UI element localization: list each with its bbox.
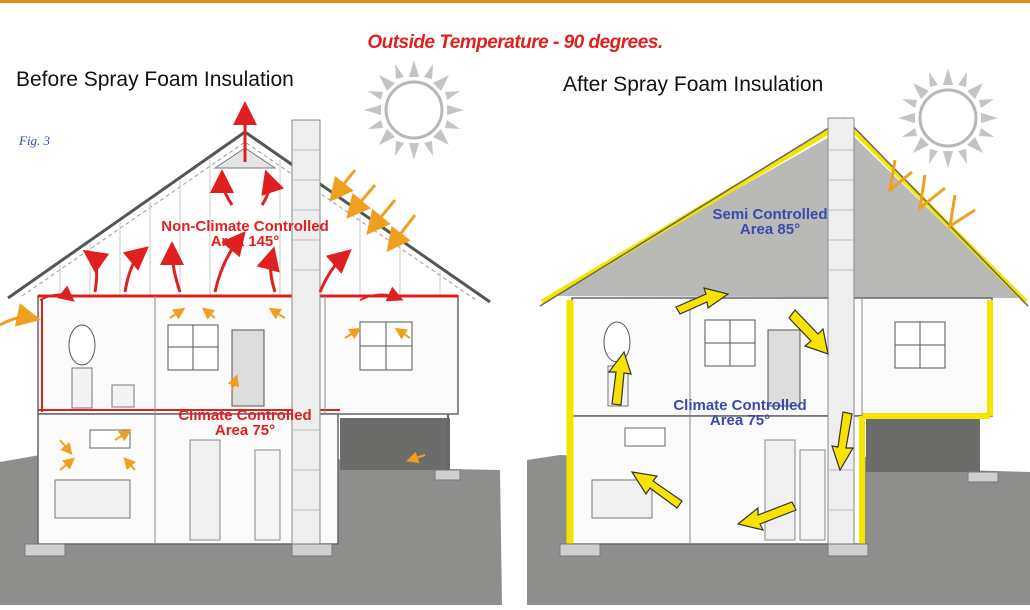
after-living-label: Climate Controlled Area 75° bbox=[640, 398, 840, 428]
after-house bbox=[527, 117, 1030, 605]
before-panel-title: Before Spray Foam Insulation bbox=[16, 68, 294, 91]
before-attic-label: Non-Climate Controlled Area 145° bbox=[140, 219, 350, 249]
headline: Outside Temperature - 90 degrees. bbox=[367, 32, 663, 53]
figure-number: Fig. 3 bbox=[19, 133, 51, 148]
airflow-arrow bbox=[675, 287, 730, 315]
airflow-arrow bbox=[630, 471, 683, 509]
after-basement-dark bbox=[866, 416, 980, 472]
before-attic-temperature: Area 145° bbox=[210, 233, 280, 250]
before-house bbox=[0, 101, 502, 605]
after-attic-label: Semi Controlled Area 85° bbox=[680, 207, 860, 237]
before-chimney bbox=[291, 119, 321, 545]
airflow-arrow bbox=[831, 411, 855, 472]
airflow-arrow bbox=[736, 501, 797, 531]
after-attic-temperature: Area 85° bbox=[739, 221, 801, 238]
before-living-area-name: Climate Controlled bbox=[178, 407, 312, 424]
before-attic-area-name: Non-Climate Controlled bbox=[161, 218, 329, 235]
before-basement-dark bbox=[340, 418, 450, 470]
after-chimney bbox=[827, 117, 855, 545]
after-attic-area-name: Semi Controlled bbox=[712, 206, 828, 223]
top-rule bbox=[0, 0, 1030, 3]
airflow-arrow bbox=[607, 350, 632, 406]
after-living-area-name: Climate Controlled bbox=[673, 397, 807, 414]
airflow-arrow bbox=[788, 309, 829, 355]
before-living-temperature: Area 75° bbox=[214, 422, 276, 439]
after-attic bbox=[548, 128, 1020, 298]
after-living-temperature: Area 75° bbox=[709, 412, 771, 429]
after-panel-title: After Spray Foam Insulation bbox=[563, 73, 824, 96]
before-living-label: Climate Controlled Area 75° bbox=[140, 408, 350, 438]
